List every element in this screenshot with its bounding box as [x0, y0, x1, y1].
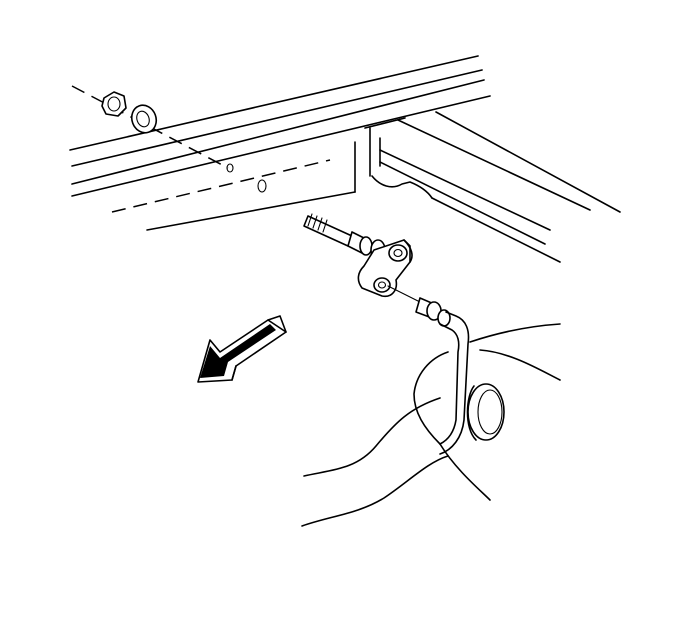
nut	[101, 91, 127, 117]
clamp-bracket	[357, 239, 413, 298]
direction-arrow	[197, 315, 287, 383]
frame-holes	[226, 163, 267, 193]
axle-housing	[301, 323, 561, 527]
brake-cable	[387, 285, 470, 455]
washer	[130, 104, 158, 134]
frame-rail	[69, 55, 621, 263]
